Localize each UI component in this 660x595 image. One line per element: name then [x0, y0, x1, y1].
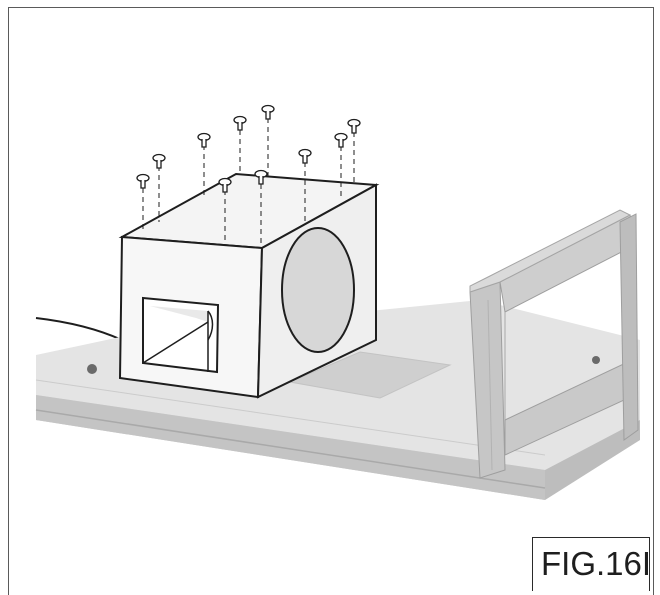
screw-icon	[347, 118, 361, 134]
screws	[136, 104, 361, 193]
screw-icon	[152, 153, 166, 169]
screw-guides	[142, 118, 355, 245]
rear-frame	[469, 209, 639, 479]
base-screw-hole	[592, 356, 600, 364]
base-screw-hole	[87, 364, 97, 374]
figure-label: FIG.16I	[532, 537, 651, 591]
screw-icon	[254, 169, 268, 185]
speaker-opening	[281, 227, 355, 353]
speaker-box	[118, 172, 380, 399]
power-cable	[35, 317, 123, 341]
screw-icon	[218, 177, 232, 193]
screw-icon	[261, 104, 275, 120]
screw-icon	[197, 132, 211, 148]
screw-icon	[136, 173, 150, 189]
screw-icon	[233, 115, 247, 131]
screw-icon	[334, 132, 348, 148]
screw-icon	[298, 148, 312, 164]
